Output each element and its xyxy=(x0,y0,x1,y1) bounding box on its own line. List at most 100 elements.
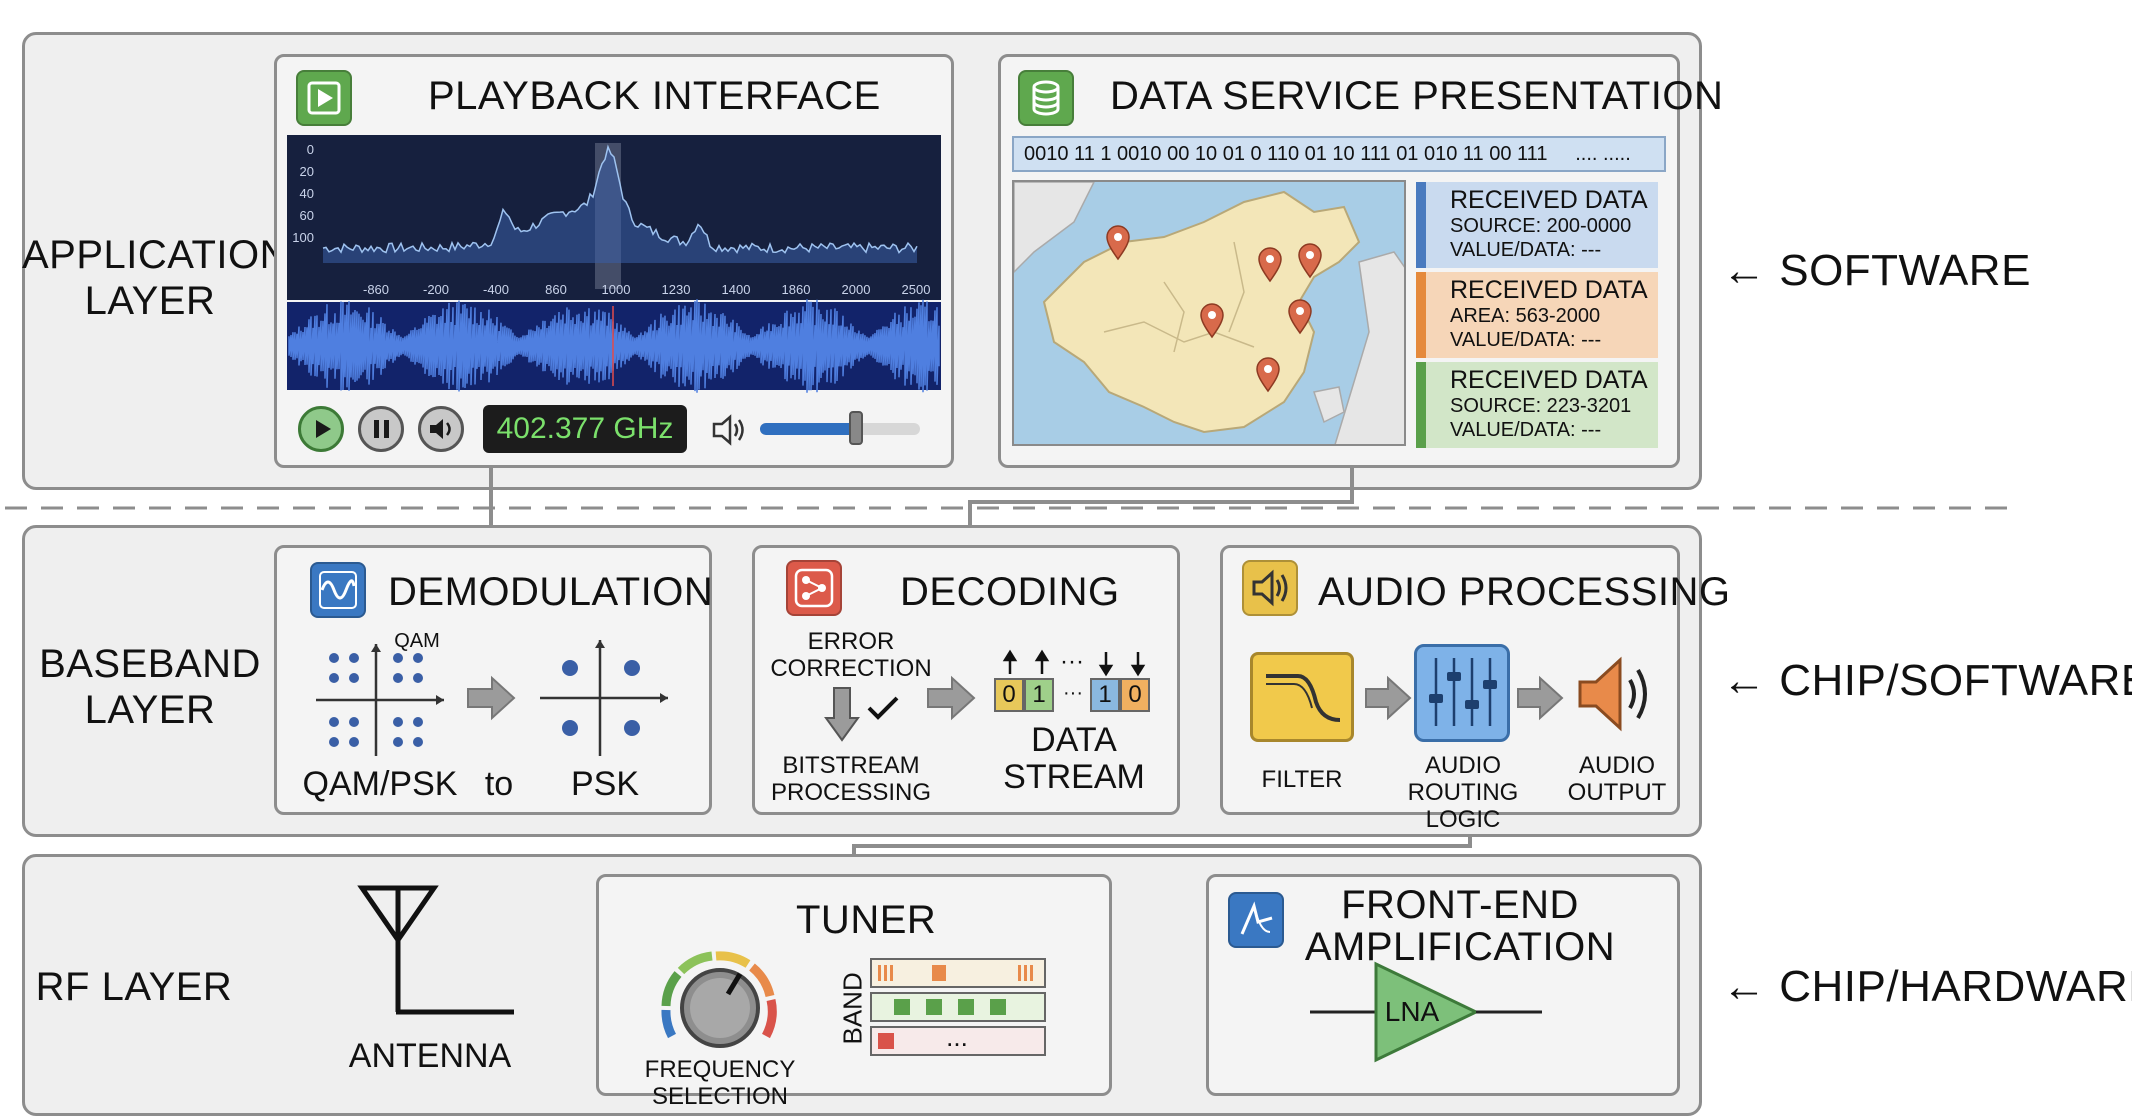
qam-psk-label: QAM/PSK xyxy=(302,765,458,803)
baseband-layer-label: BASEBAND LAYER xyxy=(39,642,261,732)
data-stream-bits: 0 1 ··· 1 0 xyxy=(994,678,1154,712)
card-line2: VALUE/DATA: --- xyxy=(1450,419,1602,441)
card-title: RECEIVED DATA xyxy=(1450,276,1648,304)
psk-constellation xyxy=(540,640,668,756)
sine-wave-icon xyxy=(310,562,366,618)
received-data-card[interactable]: RECEIVED DATA AREA: 563-2000 VALUE/DATA:… xyxy=(1416,272,1658,358)
band-marker xyxy=(878,965,894,981)
data-stream-label: DATA STREAM xyxy=(1003,721,1145,796)
qam-constellation xyxy=(316,644,444,756)
band-marker xyxy=(1018,965,1034,981)
rf-layer-label: RF LAYER xyxy=(35,965,233,1009)
amplifier-icon xyxy=(1228,892,1284,948)
china-map xyxy=(1012,180,1406,446)
bit-cell: 0 xyxy=(994,678,1024,712)
front-end-title: FRONT-END AMPLIFICATION xyxy=(1304,883,1616,969)
lna-label: LNA xyxy=(1384,996,1440,1027)
spectrum-x-tick: 1000 xyxy=(601,282,631,297)
audio-output-icon xyxy=(1578,656,1647,732)
chip-hardware-label: ← CHIP/HARDWARE xyxy=(1722,962,2132,1011)
band-row-2[interactable] xyxy=(870,992,1046,1022)
card-line1: SOURCE: 223-3201 xyxy=(1450,395,1632,417)
waveform-plot xyxy=(288,299,940,393)
band-row-1[interactable] xyxy=(870,958,1046,988)
frequency-dial-icon[interactable] xyxy=(652,944,788,1064)
volume-slider-handle[interactable] xyxy=(849,411,863,445)
to-label: to xyxy=(484,765,514,803)
spectrum-x-tick: 2500 xyxy=(901,282,931,297)
band-marker xyxy=(958,999,974,1015)
arrow-right-icon xyxy=(927,675,976,721)
software-label: ← SOFTWARE xyxy=(1722,246,2031,295)
band-row-3[interactable]: ... xyxy=(870,1022,1046,1056)
arrow-right-icon xyxy=(467,675,516,721)
arrow-right-icon xyxy=(1517,675,1564,721)
filter-label: FILTER xyxy=(1261,766,1343,793)
card-line2: VALUE/DATA: --- xyxy=(1450,329,1602,351)
card-title: RECEIVED DATA xyxy=(1450,366,1648,394)
bitstream-processing-label: BITSTREAM PROCESSING xyxy=(770,752,932,806)
spectrum-y-tick: 0 xyxy=(306,142,314,157)
bit-cell: 1 xyxy=(1024,678,1054,712)
antenna-label: ANTENNA xyxy=(348,1037,512,1075)
band-marker xyxy=(932,965,946,981)
band-dots: ... xyxy=(946,1022,968,1052)
received-data-card[interactable]: RECEIVED DATA SOURCE: 223-3201 VALUE/DAT… xyxy=(1416,362,1658,448)
map-pin-icon xyxy=(1106,225,1130,261)
map-pin-icon xyxy=(1298,243,1322,279)
spectrum-x-tick: -400 xyxy=(482,282,510,297)
chip-software-label: ← CHIP/SOFTWARE xyxy=(1722,656,2132,705)
data-stream-arrows xyxy=(1002,649,1146,677)
play-icon xyxy=(296,70,352,126)
spectrum-x-tick: -200 xyxy=(422,282,450,297)
band-marker xyxy=(894,999,910,1015)
mute-button[interactable] xyxy=(418,406,464,452)
band-marker xyxy=(926,999,942,1015)
audio-output-label: AUDIO OUTPUT xyxy=(1567,752,1667,806)
demodulation-title: DEMODULATION xyxy=(388,570,714,614)
audio-processing-title: AUDIO PROCESSING xyxy=(1318,570,1731,614)
spectrum-plot xyxy=(322,143,918,289)
map-pin-icon xyxy=(1288,299,1312,335)
volume-icon xyxy=(712,414,744,446)
received-data-card[interactable]: RECEIVED DATA SOURCE: 200-0000 VALUE/DAT… xyxy=(1416,182,1658,268)
psk-label: PSK xyxy=(570,765,640,803)
application-layer-label: APPLICATION LAYER xyxy=(22,233,290,323)
filter-icon xyxy=(1250,652,1354,742)
spectrum-y-tick: 60 xyxy=(299,208,314,223)
spectrum-x-tick: 860 xyxy=(545,282,567,297)
spectrum-x-tick: 2000 xyxy=(841,282,871,297)
map-pin-icon xyxy=(1200,303,1224,339)
bit-cell: 1 xyxy=(1090,678,1120,712)
play-button[interactable] xyxy=(298,406,344,452)
pause-button[interactable] xyxy=(358,406,404,452)
arrow-right-icon xyxy=(1365,675,1412,721)
spectrum-y-tick: 100 xyxy=(292,230,314,245)
decoding-icon xyxy=(786,560,842,616)
spectrum-y-tick: 40 xyxy=(299,186,314,201)
map-pin-icon xyxy=(1258,247,1282,283)
spectrum-x-tick: 1860 xyxy=(781,282,811,297)
volume-slider[interactable] xyxy=(760,411,920,445)
playback-interface-title: PLAYBACK INTERFACE xyxy=(428,74,881,118)
spectrum-x-tick: 1400 xyxy=(721,282,751,297)
decoding-title: DECODING xyxy=(900,570,1120,614)
lna-amplifier-symbol xyxy=(1310,961,1542,1063)
frequency-readout: 402.377 GHz xyxy=(483,405,687,453)
speaker-icon xyxy=(1242,560,1298,616)
bit-gap: ··· xyxy=(1063,682,1083,704)
error-correction-label: ERROR CORRECTION xyxy=(770,628,932,682)
band-label: BAND xyxy=(837,972,868,1045)
volume-slider-fill xyxy=(760,423,856,435)
band-marker xyxy=(878,1033,894,1049)
tuner-title: TUNER xyxy=(796,898,937,942)
bitstream-bar: 0010 11 1 0010 00 10 01 0 110 01 10 111 … xyxy=(1012,136,1666,172)
spectrum-y-tick: 20 xyxy=(299,164,314,179)
audio-routing-label: AUDIO ROUTING LOGIC xyxy=(1407,752,1519,833)
bit-cell: 0 xyxy=(1120,678,1150,712)
arrow-down-icon xyxy=(824,687,860,742)
mixer-icon xyxy=(1414,644,1510,742)
band-marker xyxy=(990,999,1006,1015)
spectrum-x-tick: -860 xyxy=(362,282,390,297)
